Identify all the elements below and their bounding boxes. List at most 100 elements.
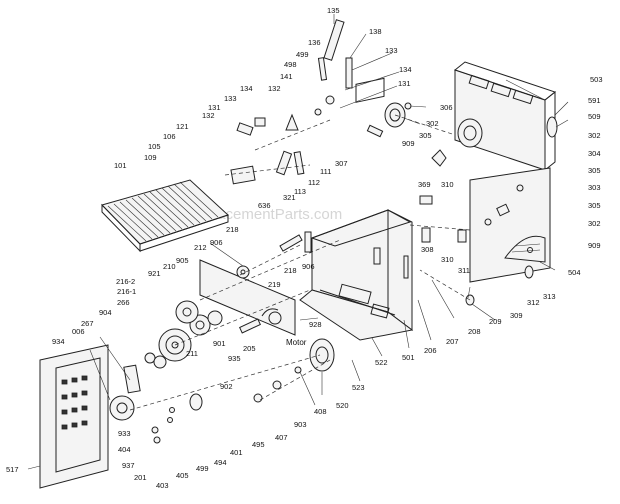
part-label: 304 xyxy=(588,149,601,158)
part-label: 112 xyxy=(308,178,320,187)
part-label: 006 xyxy=(72,327,85,336)
part-label: 937 xyxy=(122,461,135,470)
part-label: 305 xyxy=(419,131,432,140)
part-label: 636 xyxy=(258,201,271,210)
part-label: 312 xyxy=(527,298,540,307)
part-label: 141 xyxy=(280,72,293,81)
part-label: 207 xyxy=(446,337,459,346)
front-panel xyxy=(39,344,109,489)
motor-plate: Motor xyxy=(199,259,307,347)
part-label: 209 xyxy=(489,317,502,326)
part-label: 310 xyxy=(441,255,454,264)
gear-train xyxy=(109,265,534,444)
part-label: 306 xyxy=(440,103,453,112)
part-label: 313 xyxy=(543,292,556,301)
part-label: 311 xyxy=(458,266,470,275)
part-label: 921 xyxy=(148,269,161,278)
part-label: 407 xyxy=(275,433,288,442)
part-label: 906 xyxy=(210,238,223,247)
part-label: 105 xyxy=(148,142,161,151)
part-label: 206 xyxy=(424,346,437,355)
rear-panel xyxy=(469,167,551,283)
part-label: 302 xyxy=(588,131,601,140)
part-label: 904 xyxy=(99,308,112,317)
fan-grill xyxy=(101,179,229,253)
part-label: 135 xyxy=(327,6,340,15)
part-label: 101 xyxy=(114,161,127,170)
part-label: 113 xyxy=(294,187,306,196)
part-label: 504 xyxy=(568,268,581,277)
part-label: 401 xyxy=(230,448,243,457)
part-label: 212 xyxy=(194,243,207,252)
part-label: 522 xyxy=(375,358,388,367)
part-label: 216-1 xyxy=(117,287,136,296)
part-label: 909 xyxy=(588,241,601,250)
cabinet-body xyxy=(299,77,414,341)
leader-lines xyxy=(27,14,569,470)
control-panel-cover xyxy=(453,61,558,172)
part-label: 134 xyxy=(240,84,253,93)
part-label: 216-2 xyxy=(116,277,135,286)
part-label: 303 xyxy=(588,183,601,192)
part-label: 321 xyxy=(283,193,296,202)
part-label: 218 xyxy=(284,266,297,275)
part-label: 591 xyxy=(588,96,601,105)
part-label: 305 xyxy=(588,201,601,210)
part-label: 523 xyxy=(352,383,365,392)
part-label: 208 xyxy=(468,327,481,336)
part-label: 903 xyxy=(294,420,307,429)
part-label: 218 xyxy=(226,225,239,234)
part-label: 111 xyxy=(320,167,331,176)
part-label: 408 xyxy=(314,407,327,416)
part-label: 267 xyxy=(81,319,94,328)
part-label: 906 xyxy=(302,262,315,271)
part-label: 106 xyxy=(163,132,176,141)
part-label: 302 xyxy=(426,119,439,128)
part-label: 134 xyxy=(399,65,412,74)
part-label: 494 xyxy=(214,458,227,467)
part-label: 498 xyxy=(284,60,297,69)
part-label: 138 xyxy=(369,27,382,36)
part-label: 499 xyxy=(296,50,309,59)
part-label: 132 xyxy=(268,84,281,93)
part-label: 309 xyxy=(510,311,523,320)
part-label: 210 xyxy=(163,262,176,271)
part-label: 211 xyxy=(186,349,198,358)
part-label: 205 xyxy=(243,344,256,353)
assembly-lines xyxy=(129,114,471,411)
part-label: 902 xyxy=(220,382,233,391)
part-label: 132 xyxy=(202,111,215,120)
part-label: 405 xyxy=(176,471,189,480)
part-label: 307 xyxy=(335,159,348,168)
part-label: 133 xyxy=(224,94,237,103)
part-label: 905 xyxy=(176,256,189,265)
part-label: 369 xyxy=(418,180,431,189)
part-label: 934 xyxy=(52,337,65,346)
part-label: 503 xyxy=(590,75,603,84)
part-label: 517 xyxy=(6,465,19,474)
part-label: 133 xyxy=(385,46,398,55)
part-label: 928 xyxy=(309,320,322,329)
part-label: 310 xyxy=(441,180,454,189)
part-label: 219 xyxy=(268,280,281,289)
part-label: 935 xyxy=(228,354,241,363)
part-label: 201 xyxy=(134,473,147,482)
small-parts xyxy=(123,19,510,394)
part-label: 121 xyxy=(176,122,189,131)
part-label: 901 xyxy=(213,339,226,348)
part-label: 308 xyxy=(421,245,434,254)
motor-label: Motor xyxy=(286,338,307,347)
part-label: 520 xyxy=(336,401,349,410)
part-label: 404 xyxy=(118,445,131,454)
part-label: 933 xyxy=(118,429,131,438)
part-label: 136 xyxy=(308,38,321,47)
part-label: 501 xyxy=(402,353,415,362)
part-label: 509 xyxy=(588,112,601,121)
part-label: 109 xyxy=(144,153,157,162)
part-label: 131 xyxy=(208,103,221,112)
part-label: 909 xyxy=(402,139,415,148)
part-label: 302 xyxy=(588,219,601,228)
part-label: 495 xyxy=(252,440,265,449)
part-label: 131 xyxy=(398,79,411,88)
